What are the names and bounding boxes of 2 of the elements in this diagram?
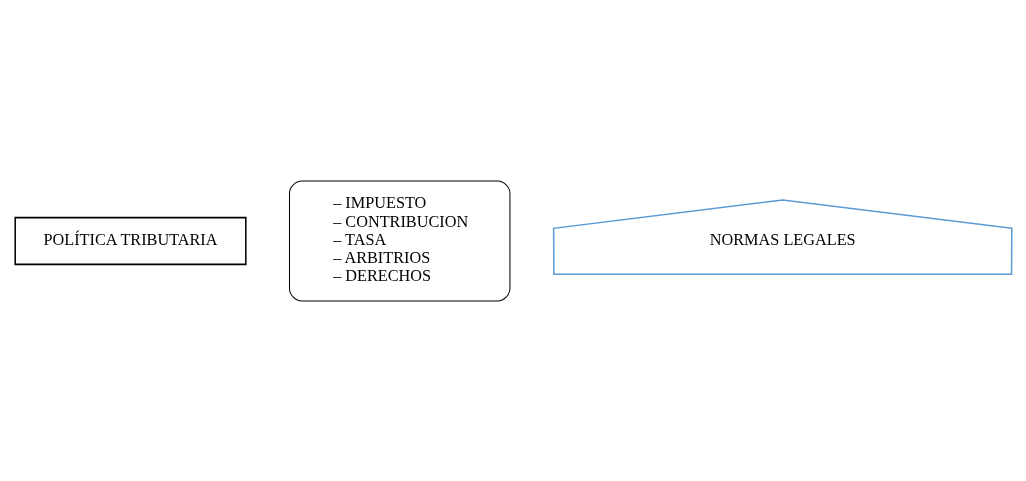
node-box: – IMPUESTO – CONTRIBUCION – TASA – ARBITRIOS – DERECHOS [288, 180, 510, 301]
node-box: POLÍTICA TRIBUTARIA [13, 216, 247, 265]
